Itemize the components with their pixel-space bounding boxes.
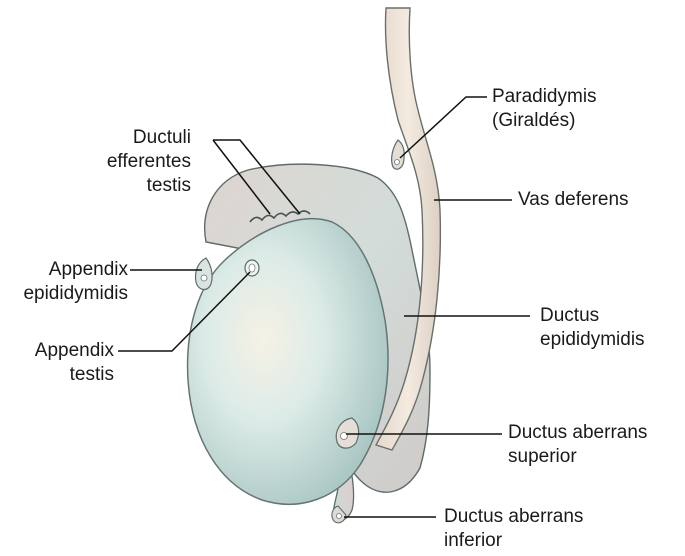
label-ductus-epididymidis: Ductus epididymidis: [540, 305, 645, 350]
ductus-aberrans-superior-shape: [335, 417, 360, 449]
paradidymis-shape: [391, 139, 405, 170]
appendix-epididymidis-opening: [200, 274, 208, 282]
leader-paradidymis: [399, 96, 487, 159]
testis: [186, 217, 389, 505]
leader-ductuli-1: [212, 139, 271, 215]
leader-ductuli-2: [213, 139, 301, 215]
paradidymis-opening: [394, 159, 400, 165]
ductus-aberrans-inferior-opening: [336, 513, 342, 519]
label-vas-deferens: Vas deferens: [518, 189, 629, 210]
label-ductuli-efferentes: Ductuli efferentes testis: [106, 127, 191, 196]
label-paradidymis: Paradidymis (Giraldés): [492, 86, 597, 131]
leader-appendix-testis: [118, 271, 251, 352]
appendix-testis-inner: [248, 263, 256, 273]
vas-deferens: [374, 7, 442, 451]
label-ductus-aberrans-superior: Ductus aberrans superior: [508, 422, 648, 467]
appendix-epididymidis-shape: [194, 257, 213, 291]
label-appendix-epididymidis: Appendix epididymidis: [23, 259, 128, 304]
label-ductus-aberrans-inferior: Ductus aberrans inferior: [444, 506, 584, 551]
label-appendix-testis: Appendix testis: [34, 340, 114, 385]
ductus-aberrans-superior-opening: [340, 432, 348, 440]
